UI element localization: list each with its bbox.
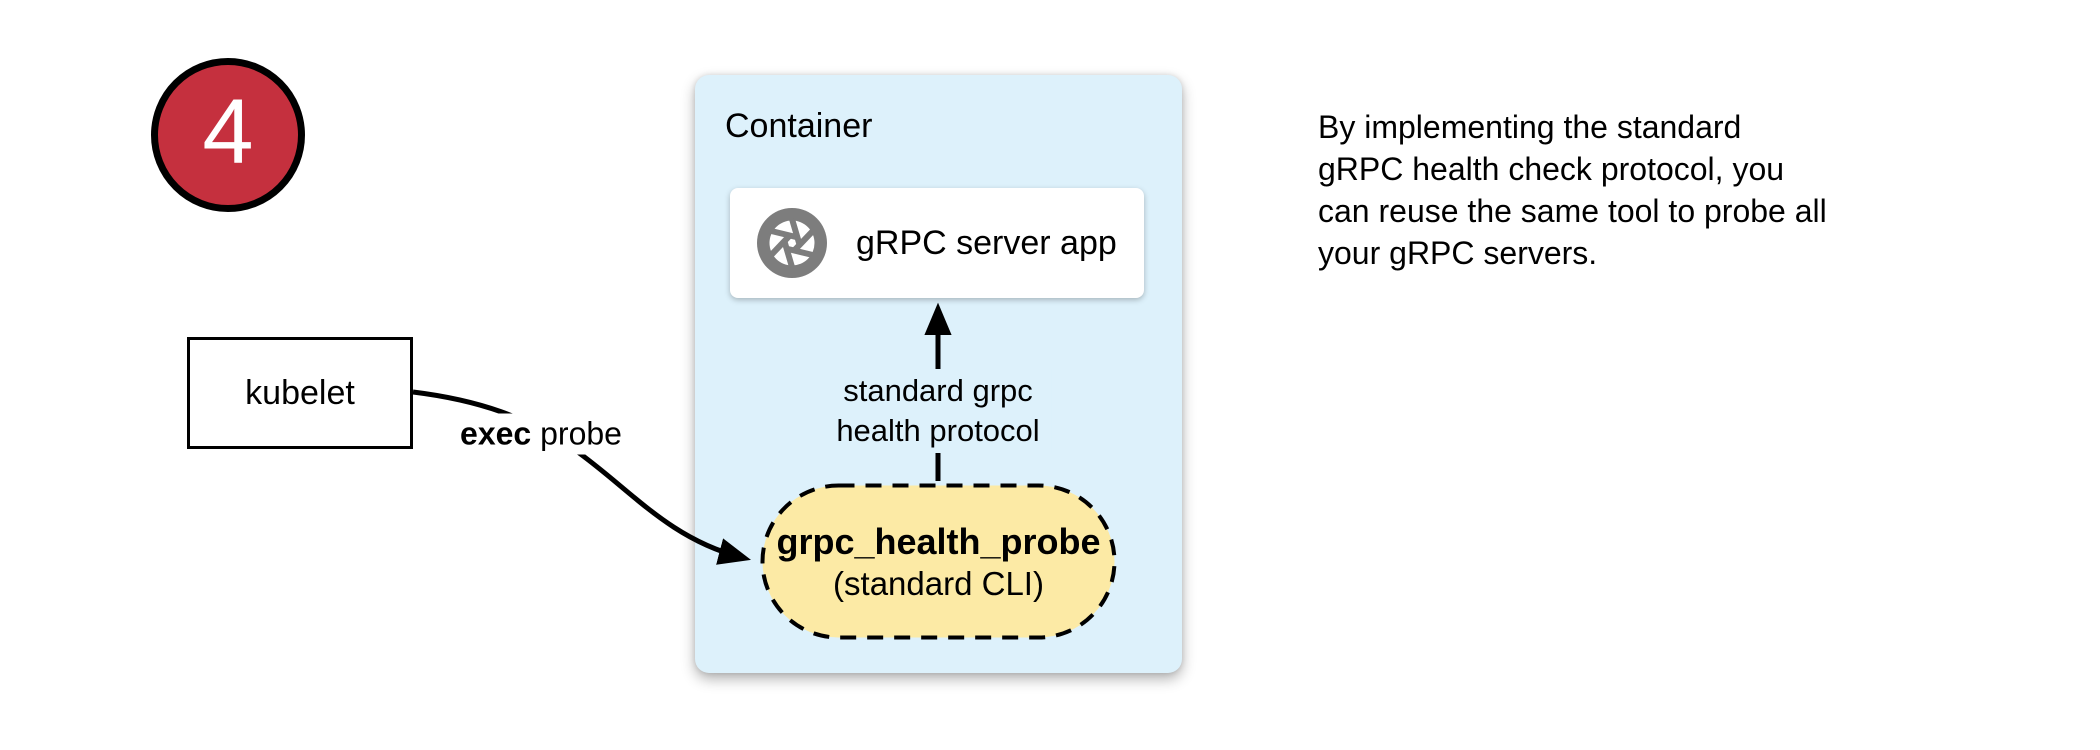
exec-probe-label-bold: exec xyxy=(460,415,532,452)
note-text: By implementing the standard gRPC health… xyxy=(1318,109,1827,271)
exec-probe-label: exec probe xyxy=(450,413,632,455)
step-number: 4 xyxy=(202,81,254,183)
exec-probe-label-rest: probe xyxy=(531,415,622,452)
container-title: Container xyxy=(725,107,873,145)
grpc-logo-icon xyxy=(757,208,827,278)
grpc-server-label: gRPC server app xyxy=(856,223,1117,262)
kubelet-box: kubelet xyxy=(187,337,413,449)
kubelet-label: kubelet xyxy=(245,373,355,412)
probe-node-subtitle: (standard CLI) xyxy=(833,564,1044,602)
health-protocol-label: standard grpc health protocol xyxy=(824,369,1052,453)
grpc-server-box: gRPC server app xyxy=(730,188,1144,298)
step-badge: 4 xyxy=(151,58,305,212)
probe-node-title: grpc_health_probe xyxy=(776,520,1101,562)
probe-node: grpc_health_probe (standard CLI) xyxy=(760,483,1117,640)
probe-node-border xyxy=(760,483,1117,640)
